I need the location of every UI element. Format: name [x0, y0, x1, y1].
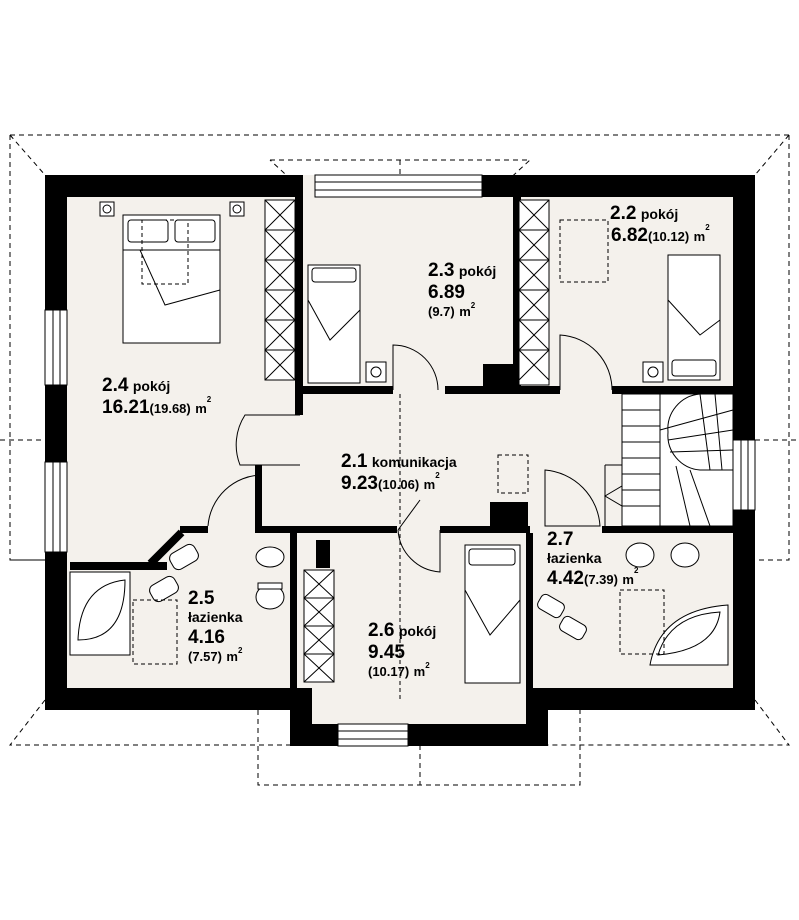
interior-walls: [70, 175, 737, 688]
area-unit: m: [459, 304, 471, 319]
room-number: 2.2: [610, 203, 637, 224]
area-unit: m: [226, 649, 238, 664]
room-area-total: (19.68): [149, 401, 191, 416]
room-area: 4.16: [188, 627, 225, 648]
dashed-details: [132, 219, 665, 710]
area-unit-sup: 2: [633, 566, 639, 575]
room-area-total: (10.06): [377, 477, 420, 492]
staircase: [604, 393, 734, 527]
area-unit: m: [413, 664, 426, 679]
room-area-total: (7.39): [583, 572, 618, 587]
room-name: łazienka: [188, 609, 243, 625]
room-2-4-label: 2.4 pokój 16.21(19.68) m2: [102, 376, 211, 417]
room-name: łazienka: [547, 550, 602, 566]
room-2-6-label: 2.6 pokój 9.45 (10.17) m2: [368, 621, 436, 680]
windows: [44, 174, 756, 747]
room-area: 6.82: [611, 225, 648, 246]
room-area-total: (9.7): [428, 304, 455, 319]
room-area: 4.42: [547, 568, 584, 589]
room-2-5-label: 2.5 łazienka 4.16 (7.57) m2: [188, 589, 242, 665]
area-unit: m: [693, 229, 706, 244]
room-area-total: (10.12): [647, 229, 690, 244]
roof-outline: [0, 134, 799, 786]
room-area: 6.89: [428, 282, 465, 303]
room-name: komunikacja: [371, 454, 457, 470]
room-number: 2.5: [188, 588, 215, 609]
area-unit: m: [423, 477, 436, 492]
room-area: 9.45: [368, 642, 405, 663]
room-2-3-label: 2.3 pokój 6.89 (9.7) m2: [428, 261, 496, 320]
room-area: 9.23: [341, 473, 378, 494]
room-2-7-label: 2.7 łazienka 4.42(7.39) m2: [547, 530, 638, 588]
area-unit: m: [622, 572, 634, 587]
area-unit-sup: 2: [435, 471, 440, 480]
room-number: 2.7: [547, 529, 574, 550]
beds: [99, 201, 721, 684]
room-name: pokój: [132, 378, 171, 394]
room-area-total: (10.17): [368, 664, 410, 679]
room-2-1-label: 2.1 komunikacja 9.23(10.06) m2: [341, 452, 457, 493]
area-unit-sup: 2: [237, 646, 243, 655]
room-number: 2.1: [341, 451, 368, 472]
room-area: 16.21: [102, 397, 150, 418]
room-area-total: (7.57): [188, 649, 222, 664]
bathroom-fixtures: [69, 542, 729, 666]
room-name: pokój: [640, 206, 679, 222]
doors: [207, 334, 613, 573]
room-name: pokój: [398, 623, 437, 639]
area-unit-sup: 2: [470, 301, 476, 310]
exterior-walls: [45, 175, 755, 746]
room-number: 2.3: [428, 260, 455, 281]
room-name: pokój: [458, 263, 497, 279]
area-unit-sup: 2: [705, 223, 710, 232]
room-number: 2.4: [102, 375, 129, 396]
area-unit: m: [195, 401, 207, 416]
area-unit-sup: 2: [206, 395, 212, 404]
room-2-2-label: 2.2 pokój 6.82(10.12) m2: [610, 204, 710, 245]
wardrobes: [264, 199, 550, 683]
area-unit-sup: 2: [425, 661, 430, 670]
room-number: 2.6: [368, 620, 395, 641]
